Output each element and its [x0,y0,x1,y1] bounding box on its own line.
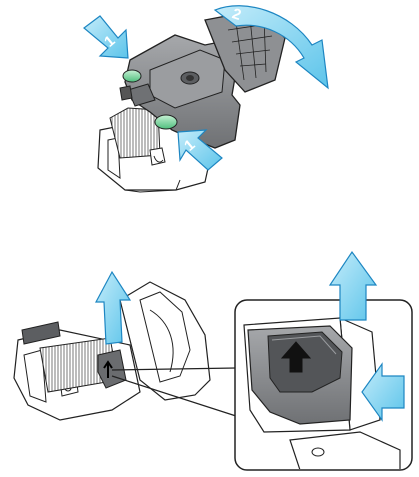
green-latch-left [123,70,141,82]
bottom-panel-staple-unit [14,252,412,470]
green-latch-right [155,115,177,129]
top-panel-staple-unit: 1 1 2 [84,5,328,192]
arrow-down-right-icon: 1 [84,16,128,58]
